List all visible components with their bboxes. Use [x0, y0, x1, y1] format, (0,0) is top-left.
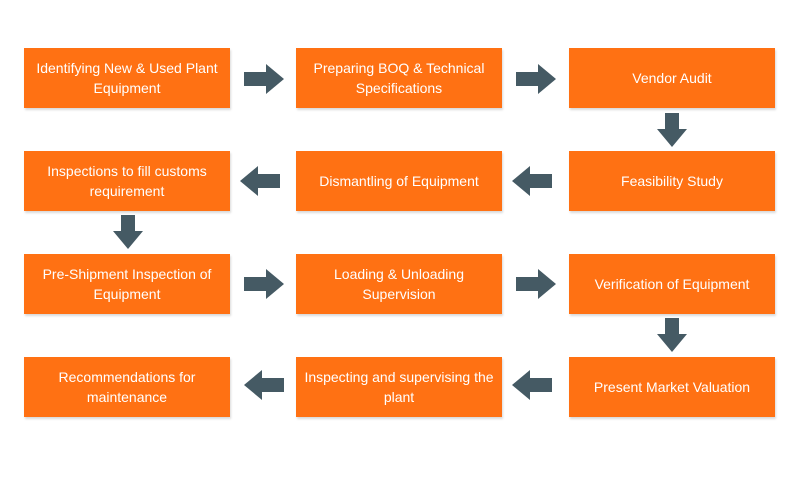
arrow-left-icon	[240, 166, 280, 196]
arrow-right-icon	[516, 269, 556, 299]
arrow-down-icon	[657, 318, 687, 352]
step-label: Feasibility Study	[621, 173, 723, 189]
step-label: Preparing BOQ & Technical Specifications	[313, 60, 485, 96]
step-market-valuation: Present Market Valuation	[569, 357, 775, 417]
arrow-right-icon	[516, 64, 556, 94]
step-label: Present Market Valuation	[593, 379, 751, 395]
arrow-down-icon	[113, 215, 143, 249]
step-dismantling: Dismantling of Equipment	[296, 151, 502, 211]
arrow-right-icon	[244, 269, 284, 299]
step-label: Recommendations for maintenance	[58, 369, 196, 405]
step-label: Loading & Unloading Supervision	[334, 266, 464, 302]
arrow-left-icon	[244, 370, 284, 400]
arrow-left-icon	[512, 166, 552, 196]
step-feasibility-study: Feasibility Study	[569, 151, 775, 211]
step-loading-unloading: Loading & Unloading Supervision	[296, 254, 502, 314]
step-label: Pre-Shipment Inspection of Equipment	[42, 266, 212, 302]
step-inspecting-plant: Inspecting and supervising the plant	[296, 357, 502, 417]
arrow-left-icon	[512, 370, 552, 400]
step-label: Inspections to fill customs requirement	[47, 163, 207, 199]
step-pre-shipment-inspection: Pre-Shipment Inspection of Equipment	[24, 254, 230, 314]
step-vendor-audit: Vendor Audit	[569, 48, 775, 108]
step-customs-inspections: Inspections to fill customs requirement	[24, 151, 230, 211]
step-label: Verification of Equipment	[594, 276, 750, 292]
arrow-right-icon	[244, 64, 284, 94]
step-identifying-equipment: Identifying New & Used Plant Equipment	[24, 48, 230, 108]
step-label: Identifying New & Used Plant Equipment	[36, 60, 218, 96]
step-label: Dismantling of Equipment	[319, 173, 479, 189]
step-label: Vendor Audit	[632, 70, 712, 86]
step-label: Inspecting and supervising the plant	[304, 369, 494, 405]
arrow-down-icon	[657, 113, 687, 147]
step-verification: Verification of Equipment	[569, 254, 775, 314]
step-preparing-boq: Preparing BOQ & Technical Specifications	[296, 48, 502, 108]
step-maintenance-recommendations: Recommendations for maintenance	[24, 357, 230, 417]
